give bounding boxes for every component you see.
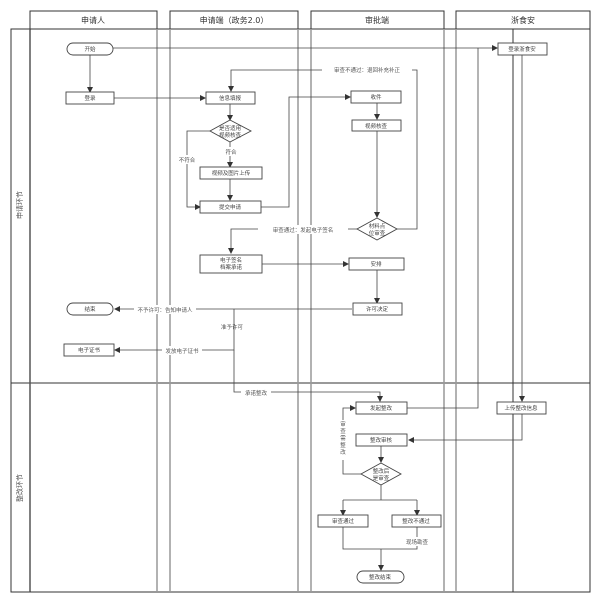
node-start-rectify-label: 发起整改	[370, 404, 393, 412]
lane-title-applicant: 申请人	[81, 15, 105, 25]
node-material-review-label-1: 材料点	[369, 222, 386, 230]
label-deny-notify: 不予许可：告知申请人	[137, 306, 193, 314]
lane-title-approval-side: 审批端	[365, 15, 389, 25]
label-review-rectify: 审查需整改	[340, 420, 346, 456]
node-permit-decision[interactable]: 许可决定	[352, 302, 403, 316]
node-permit-decision-label: 许可决定	[366, 305, 389, 313]
edge-review-return	[228, 69, 418, 230]
lane-title-apply-side: 申请端（政务2.0）	[200, 15, 269, 25]
edge-commit-rectify	[233, 350, 383, 402]
node-e-cert-label: 电子证书	[78, 346, 101, 354]
edge-upload-review	[408, 414, 523, 443]
nodes: 开始 登录 信息填报 是否适用 视频核查 视频及图片上传 提交申请	[63, 42, 548, 584]
node-video-upload-label: 视频及图片上传	[212, 169, 251, 177]
node-rectify-pass-check-label-1: 整改后	[373, 467, 390, 475]
node-rectify-review-label: 整改审核	[370, 436, 393, 444]
node-login-zsa[interactable]: 登录浙食安	[497, 42, 548, 56]
node-video-check-label: 视频核查	[365, 122, 388, 130]
node-material-review[interactable]: 材料点 位审查	[356, 217, 398, 241]
node-video-upload[interactable]: 视频及图片上传	[199, 166, 263, 180]
edge-labels: 审查不通过：退回补充补正 符合 不符合 审查通过：发起电子签名 不予许可：告知申…	[134, 65, 432, 546]
node-material-review-label-2: 位审查	[369, 229, 386, 237]
label-pass-esign: 审查通过：发起电子签名	[273, 226, 334, 234]
node-submit[interactable]: 提交申请	[199, 200, 262, 214]
edge-check-submit	[186, 130, 210, 210]
edge-submit-receive	[261, 94, 351, 208]
node-rectify-fail[interactable]: 整改不通过	[391, 514, 442, 528]
node-rectify-fail-label: 整改不通过	[402, 517, 430, 525]
node-start[interactable]: 开始	[66, 42, 114, 56]
label-not-fit: 不符合	[179, 156, 196, 164]
node-esign-label-2: 档案承诺	[220, 263, 243, 271]
node-start-rectify[interactable]: 发起整改	[355, 401, 408, 415]
node-e-cert[interactable]: 电子证书	[63, 343, 115, 357]
lane-title-zheshian: 浙食安	[511, 15, 535, 25]
label-commit-rectify: 承诺整改	[245, 389, 268, 397]
node-receive-label: 收件	[370, 93, 382, 101]
edge-rectify-up	[407, 48, 479, 409]
node-review-pass-label: 审查通过	[332, 517, 355, 525]
label-issue-cert: 发放电子证书	[165, 347, 199, 355]
node-rectify-end-label: 整改结束	[369, 573, 392, 581]
node-check-fit-label-2: 视频核查	[219, 131, 242, 139]
node-start-label: 开始	[84, 45, 96, 53]
label-not-pass-return: 审查不通过：退回补充补正	[334, 66, 401, 74]
node-rectify-end[interactable]: 整改结束	[356, 570, 405, 584]
node-end-label: 结束	[84, 305, 96, 313]
node-login[interactable]: 登录	[65, 91, 115, 105]
node-video-check[interactable]: 视频核查	[351, 119, 402, 132]
phase-label-rectify: 整改环节	[15, 474, 24, 502]
node-rectify-pass-check-label-2: 是审查	[373, 474, 390, 482]
node-receive[interactable]: 收件	[350, 90, 402, 104]
node-rectify-pass-check[interactable]: 整改后 是审查	[360, 462, 402, 486]
node-esign[interactable]: 电子签名 档案承诺	[199, 254, 263, 274]
node-submit-label: 提交申请	[219, 203, 242, 211]
node-esign-label-1: 电子签名	[220, 256, 242, 264]
lane-zheshian: 浙食安	[455, 10, 591, 593]
node-login-zsa-label: 登录浙食安	[508, 45, 536, 53]
node-check-fit-label-1: 是否适用	[219, 124, 241, 132]
node-upload-rectify-label: 上传整改信息	[504, 404, 538, 412]
node-review-pass[interactable]: 审查通过	[317, 514, 369, 528]
node-arrange[interactable]: 安排	[348, 257, 405, 271]
node-end[interactable]: 结束	[66, 302, 114, 316]
node-login-label: 登录	[84, 94, 96, 102]
node-upload-rectify[interactable]: 上传整改信息	[496, 401, 547, 415]
node-check-fit[interactable]: 是否适用 视频核查	[209, 119, 252, 143]
label-grant: 准予许可	[221, 323, 244, 331]
node-rectify-review[interactable]: 整改审核	[355, 433, 408, 447]
edges	[87, 45, 525, 571]
node-info-fill-label: 信息填报	[219, 94, 242, 102]
label-onsite-check: 现场勘查	[406, 538, 429, 546]
edge-grant-cert	[114, 309, 235, 353]
node-arrange-label: 安排	[370, 260, 382, 268]
label-fit: 符合	[225, 148, 237, 156]
node-info-fill[interactable]: 信息填报	[205, 91, 256, 105]
phase-label-apply: 申请环节	[15, 191, 24, 219]
